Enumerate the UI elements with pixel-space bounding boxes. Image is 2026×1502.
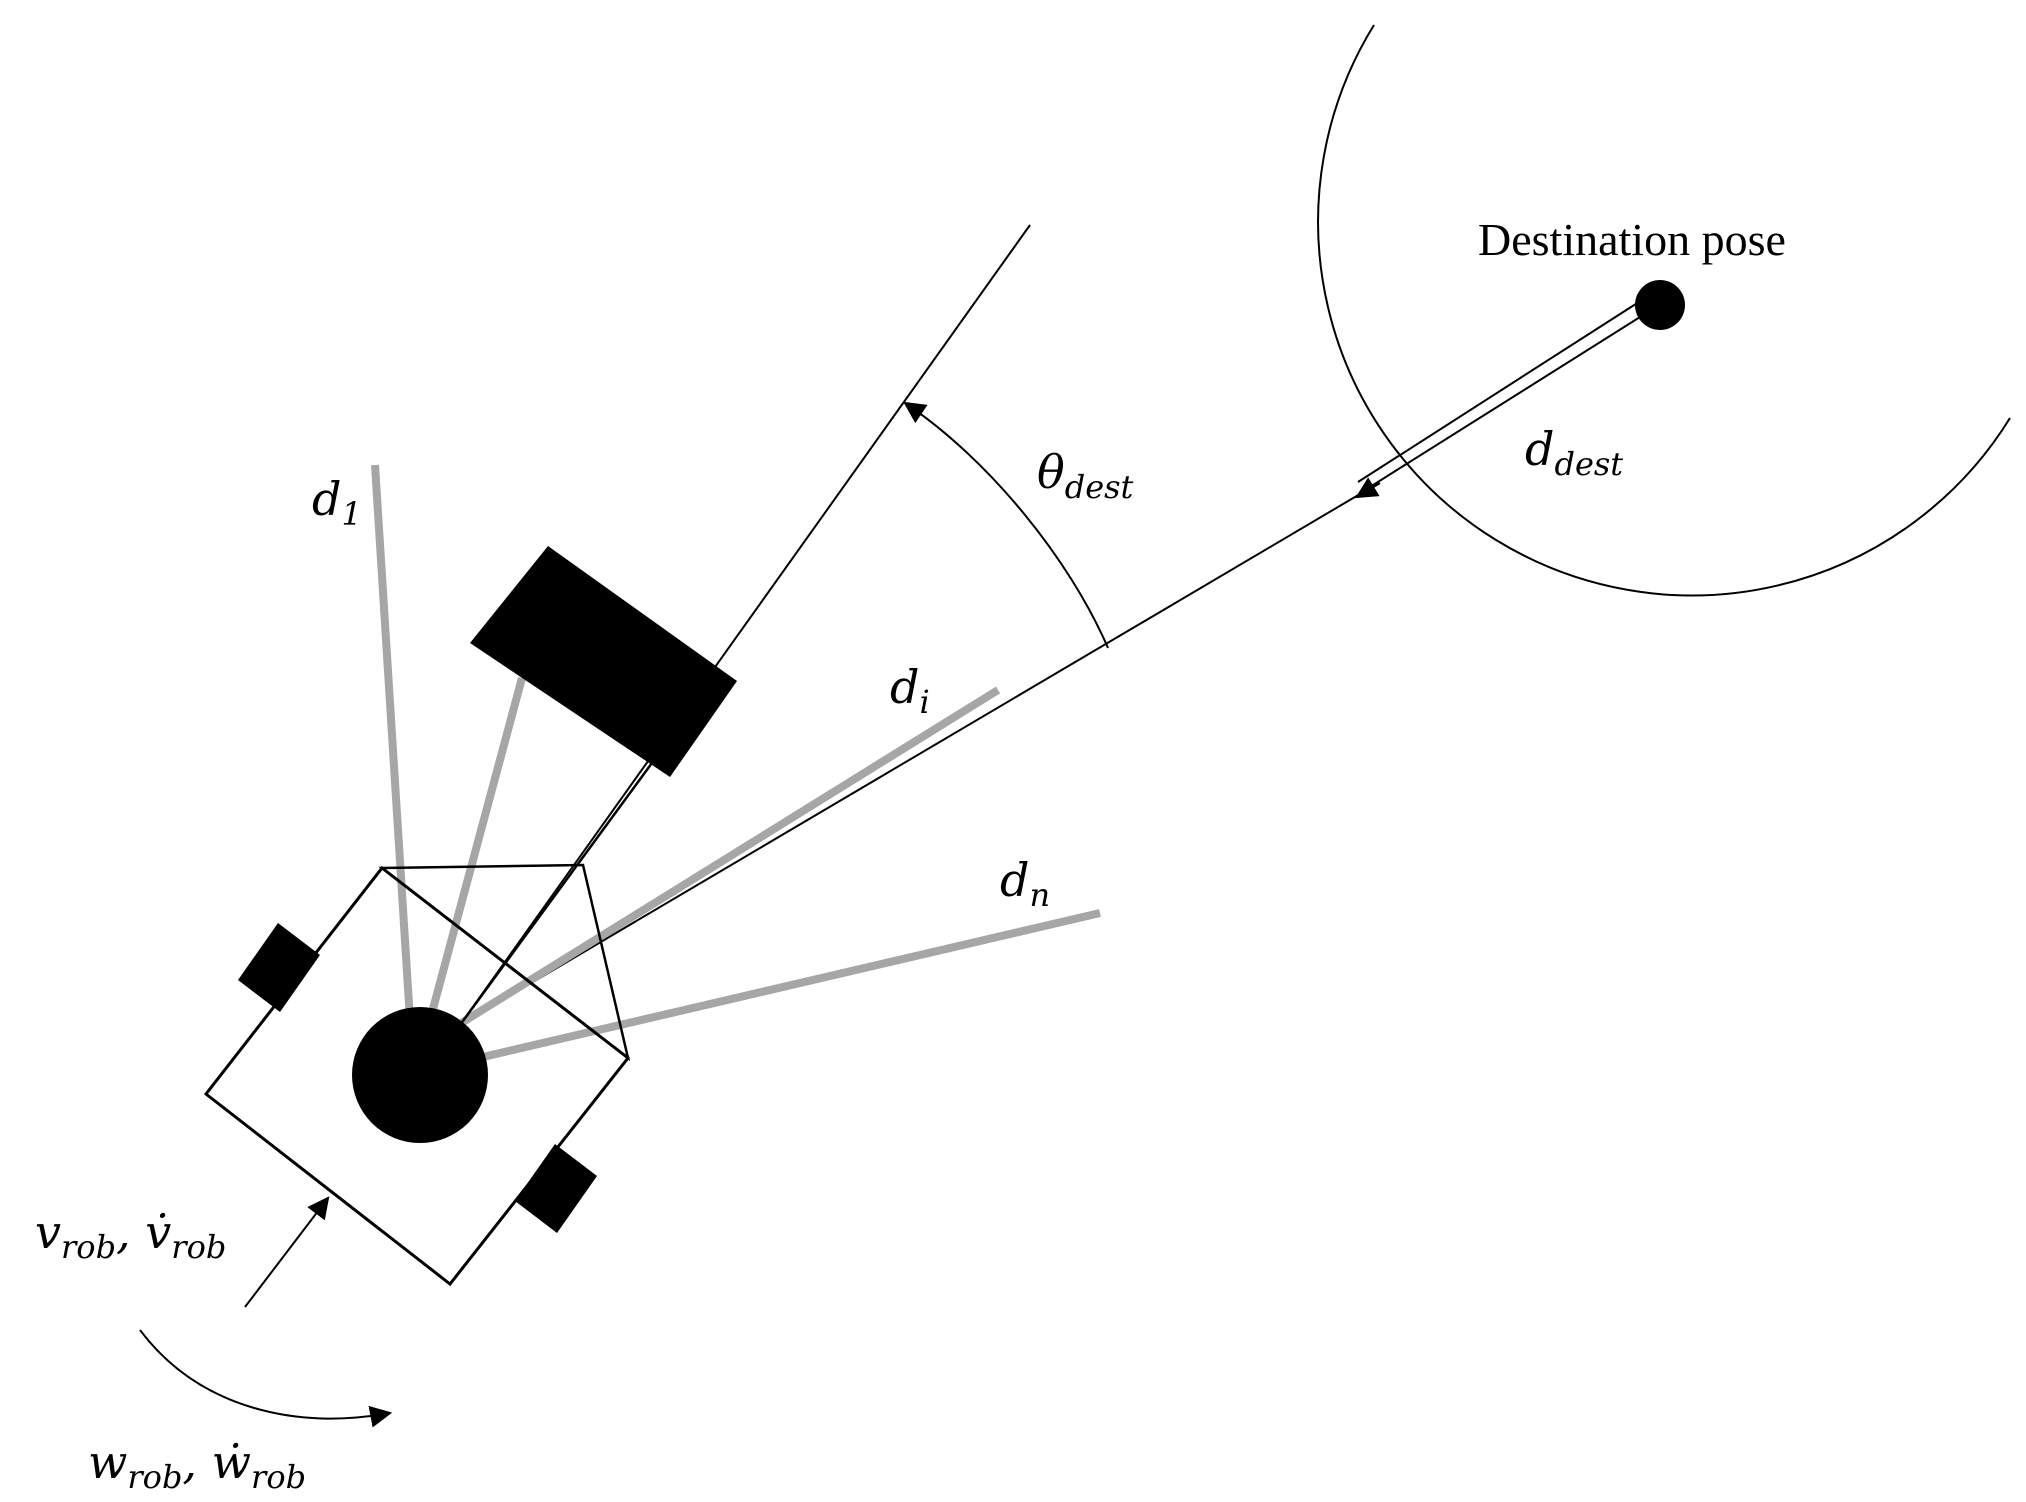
destination-pose-dot bbox=[1635, 280, 1685, 330]
di-label: di bbox=[890, 660, 930, 721]
sensor-rays bbox=[371, 464, 1101, 1064]
robot-heading-line bbox=[459, 224, 1031, 1026]
destination-tolerance-arc bbox=[1317, 24, 2011, 597]
theta-dest-arc bbox=[903, 401, 1109, 649]
dn-label: dn bbox=[1000, 853, 1050, 914]
obstacle-ray bbox=[458, 751, 662, 1026]
right-wheel bbox=[515, 1144, 597, 1233]
obstacle bbox=[470, 546, 737, 777]
sensor-ray-di bbox=[447, 686, 1001, 1034]
d-dest-arrow bbox=[1355, 299, 1649, 499]
sensor-ray-d1 bbox=[371, 464, 414, 1021]
destination-direction-line bbox=[459, 493, 1361, 1026]
linear-velocity-label: vrob, v̇rob bbox=[35, 1205, 226, 1266]
linear-velocity-arrow bbox=[244, 1196, 330, 1308]
destination-pose-label: Destination pose bbox=[1478, 214, 1786, 265]
d1-label: d1 bbox=[312, 472, 362, 533]
d-dest-label: ddest bbox=[1525, 422, 1623, 483]
sensor-ray-dn bbox=[469, 909, 1101, 1064]
theta-dest-label: θdest bbox=[1037, 445, 1134, 506]
left-wheel bbox=[238, 923, 320, 1012]
angular-velocity-label: wrob, ẇrob bbox=[88, 1435, 306, 1496]
robot-center-dot bbox=[352, 1007, 488, 1143]
angular-velocity-arrow bbox=[139, 1329, 393, 1428]
sensor-ray-front bbox=[426, 676, 526, 1022]
